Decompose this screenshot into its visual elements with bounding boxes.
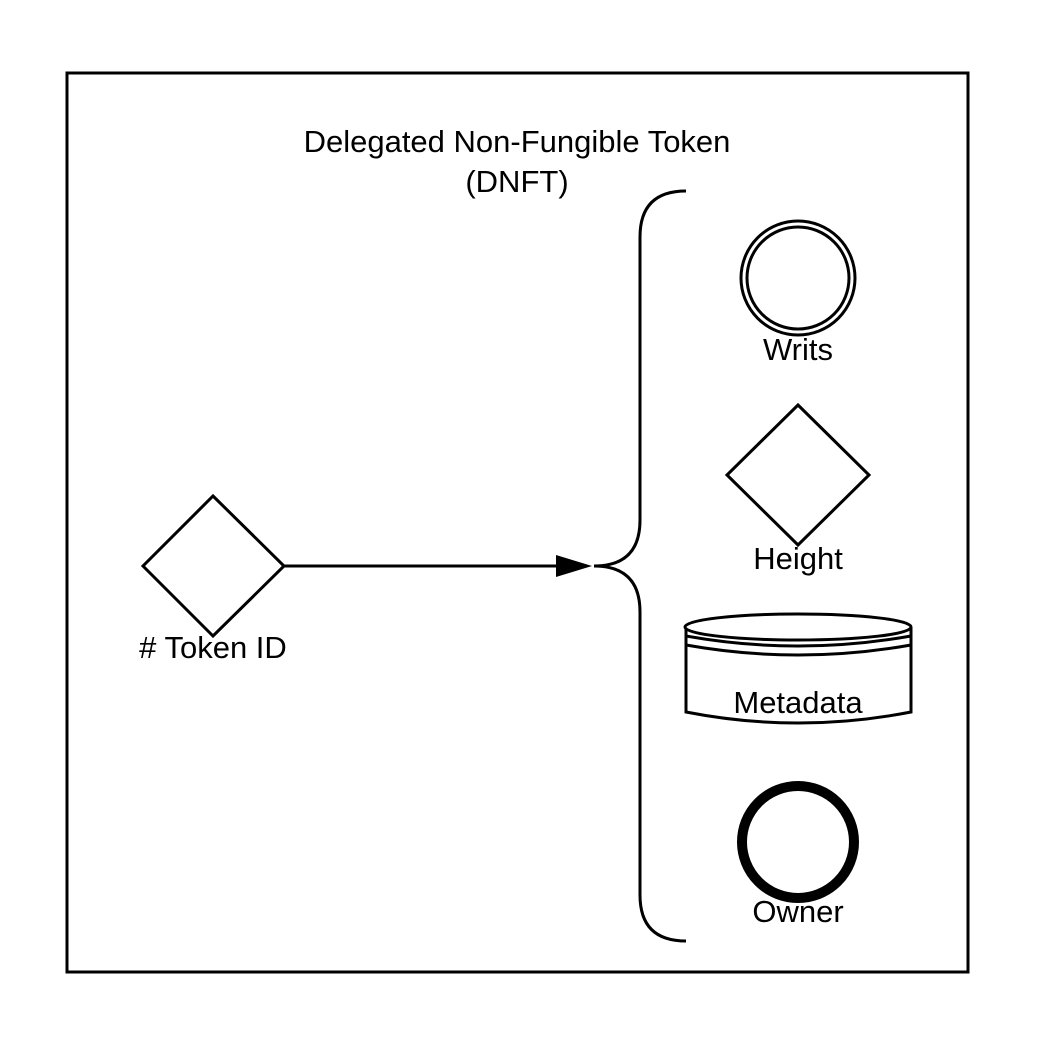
- owner-thick-circle-shape[interactable]: [737, 781, 859, 903]
- title-line-1: Delegated Non-Fungible Token: [303, 124, 731, 159]
- diagram-title: Delegated Non-Fungible Token (DNFT): [304, 122, 731, 202]
- token-id-diamond-shape[interactable]: [140, 493, 287, 639]
- writs-label: Writs: [762, 332, 834, 367]
- height-diamond-shape[interactable]: [724, 402, 872, 548]
- outer-frame: [65, 71, 970, 974]
- token-id-label: # Token ID: [139, 630, 287, 665]
- curly-brace: [593, 189, 687, 943]
- writs-shape[interactable]: [739, 219, 857, 337]
- owner-label: Owner: [752, 894, 844, 929]
- arrowhead-icon: [556, 555, 592, 577]
- height-label: Height: [753, 541, 843, 576]
- metadata-label: Metadata: [733, 685, 863, 720]
- title-line-2: (DNFT): [465, 164, 569, 199]
- metadata-database-shape[interactable]: [683, 612, 913, 725]
